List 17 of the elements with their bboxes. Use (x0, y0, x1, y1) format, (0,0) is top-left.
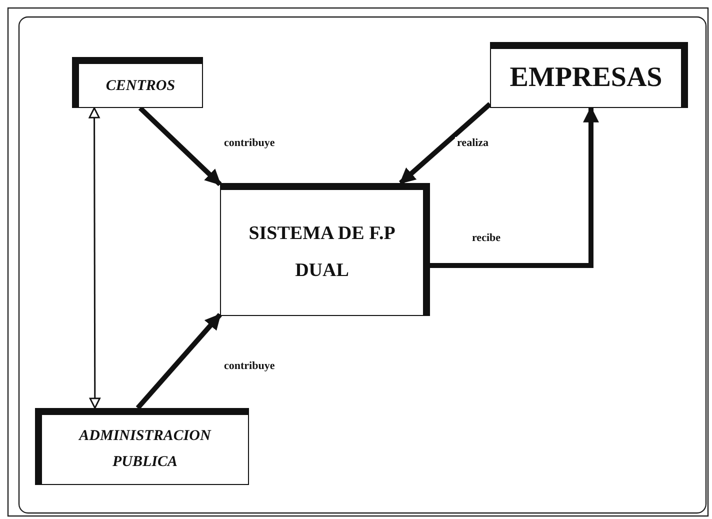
process-box (220, 183, 430, 316)
process-box (35, 408, 249, 485)
arrow (430, 106, 599, 268)
edge-label: realiza (455, 137, 491, 149)
edge-label: contribuye (222, 137, 277, 149)
node-label: ADMINISTRACION PUBLICA (77, 427, 212, 472)
arrow (138, 106, 222, 186)
edge-label: recibe (470, 232, 503, 244)
node-label: CENTROS (104, 76, 176, 94)
node-label: SISTEMA DE F.P DUAL (248, 222, 396, 282)
arrow (88, 107, 100, 409)
process-box (72, 57, 203, 108)
process-box (490, 42, 688, 108)
edge-label: contribuye (222, 360, 277, 372)
node-label: EMPRESAS (508, 61, 664, 95)
arrow (398, 102, 492, 185)
arrow (136, 313, 222, 410)
